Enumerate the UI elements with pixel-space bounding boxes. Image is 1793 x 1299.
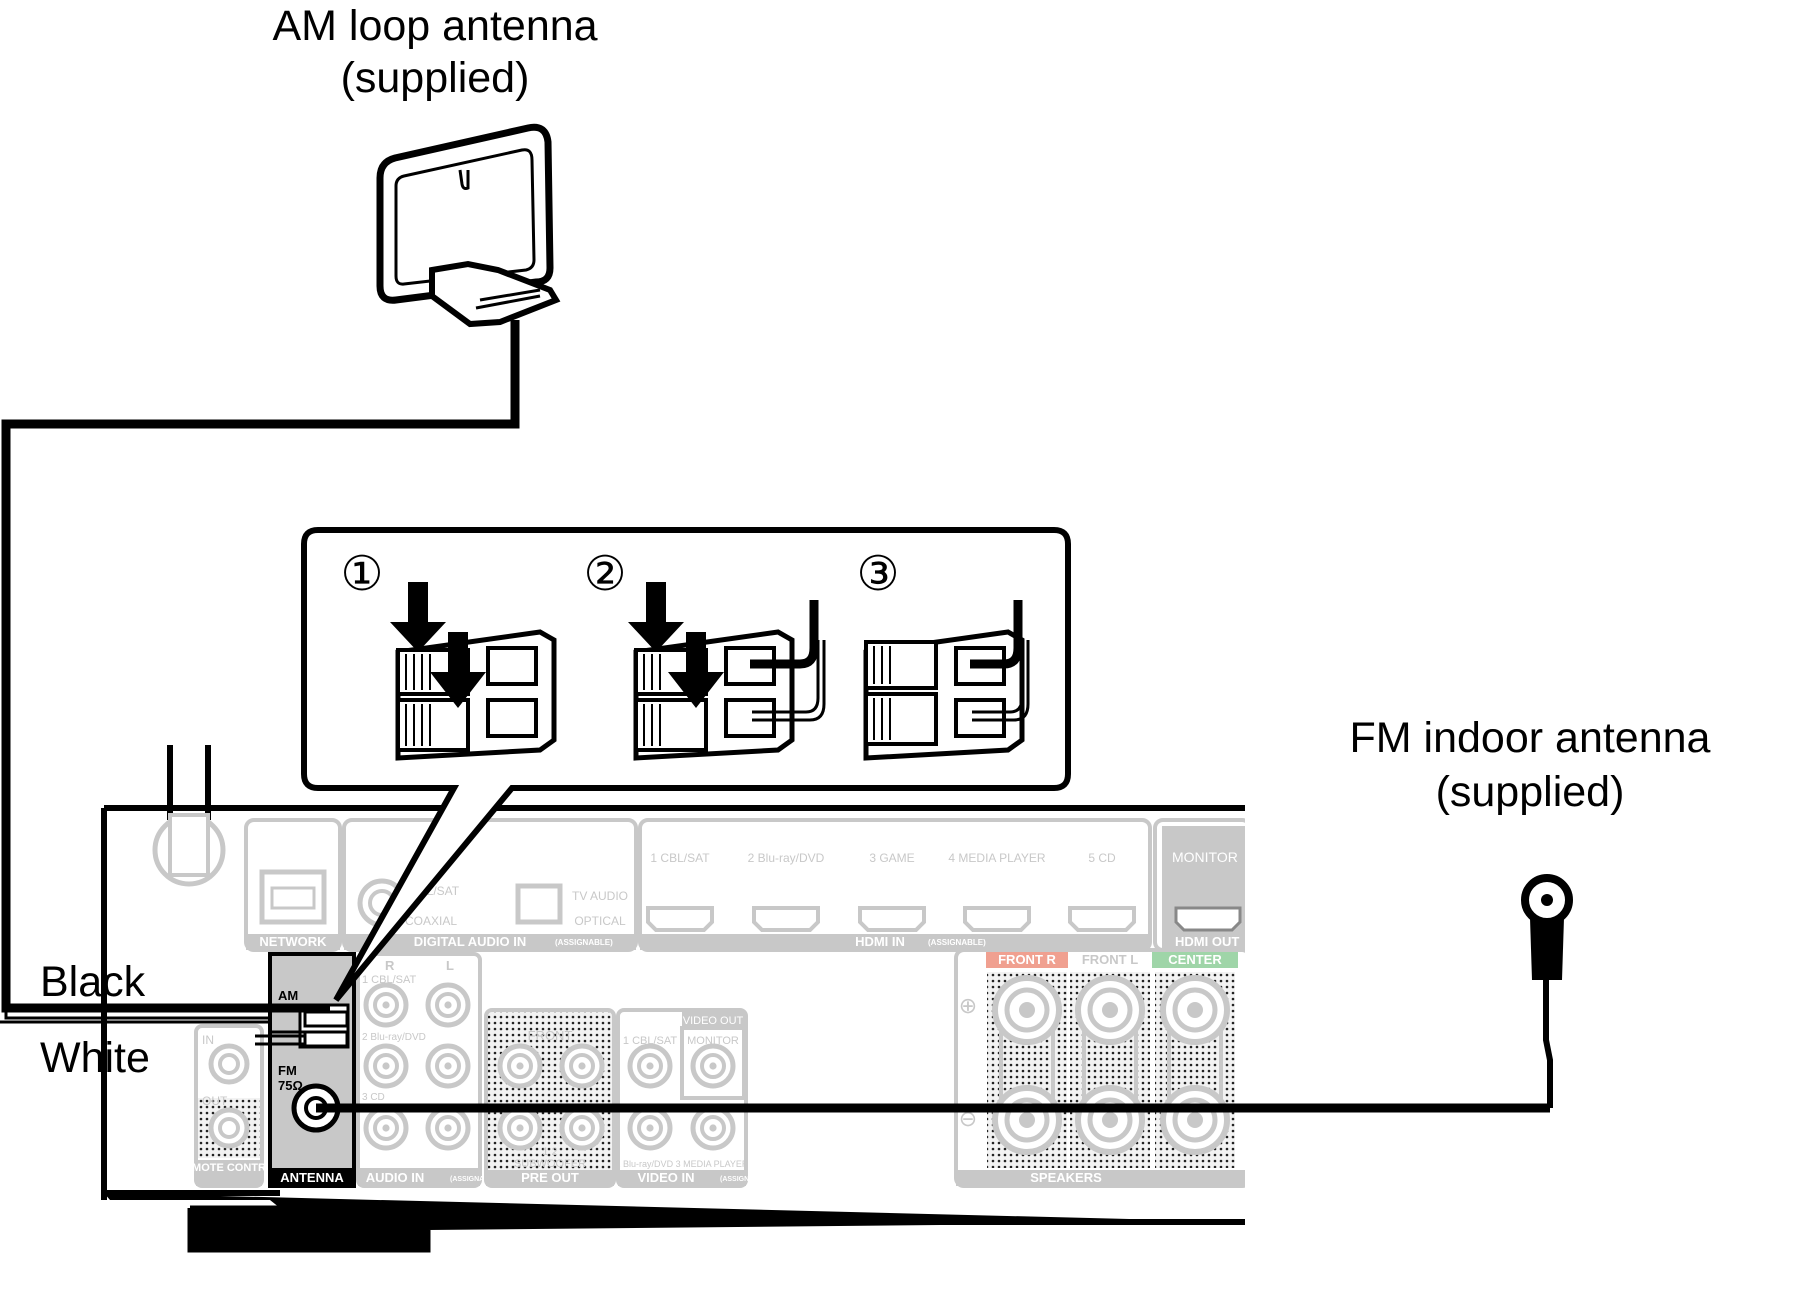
step-marker-2: ② <box>583 548 626 601</box>
black-wire <box>1 320 520 1013</box>
digital-audio-in-label: DIGITAL AUDIO IN <box>414 934 526 949</box>
step-3-terminal <box>863 600 1030 761</box>
step-marker-3: ③ <box>856 548 899 601</box>
center-label: CENTER <box>1168 952 1222 967</box>
audio-jack-3 <box>363 1043 409 1089</box>
center-badge <box>1152 952 1238 968</box>
preout-jack-1 <box>497 1043 543 1089</box>
subwoofer-label: SUBWOOFER <box>514 1158 586 1170</box>
audio-jack-4 <box>425 1043 471 1089</box>
step-2-terminal <box>628 582 826 761</box>
remote-in-label: IN <box>202 1033 214 1047</box>
hdmi-input-label-4: 4 MEDIA PLAYER <box>948 851 1045 865</box>
speaker-terminal-1-minus <box>992 1085 1062 1155</box>
speaker-terminal-3-minus <box>1160 1085 1230 1155</box>
audio-jack-1 <box>363 982 409 1028</box>
fm-antenna-cable <box>316 980 1553 1113</box>
video-jack-3 <box>627 1105 673 1151</box>
video-assignable: (ASSIGNABLE) <box>720 1176 771 1183</box>
fm-antenna-subtitle: (supplied) <box>1435 768 1625 816</box>
hdmi-assignable: (ASSIGNABLE) <box>928 938 986 947</box>
hdmi-port-2 <box>752 906 820 932</box>
subwoofer-numbers: 1 2 <box>542 1146 557 1158</box>
hdmi-port-1 <box>646 906 714 932</box>
optical-port <box>515 883 563 925</box>
step-1-terminal <box>390 582 557 761</box>
audio-cbl-sat: 1 CBL/SAT <box>362 974 416 986</box>
speaker-terminal-1-plus <box>992 975 1062 1045</box>
fm-antenna-title: FM indoor antenna <box>1349 714 1711 762</box>
audio-r-label: R <box>385 958 395 973</box>
front-l-label: FRONT L <box>1082 952 1138 967</box>
am-antenna-title: AM loop antenna <box>272 2 598 50</box>
hdmi-input-label-3: 3 GAME <box>869 851 914 865</box>
speaker-terminal-2-minus <box>1075 1085 1145 1155</box>
video-bottom-labels: 2 Blu-ray/DVD 3 MEDIA PLAYER <box>616 1159 749 1169</box>
pre-out-front: FRONT <box>528 1028 573 1043</box>
hdmi-input-label-2: 2 Blu-ray/DVD <box>748 851 825 865</box>
remote-control-label: REMOTE CONTROL <box>177 1162 282 1174</box>
hdmi-input-label-5: 5 CD <box>1088 851 1116 865</box>
preout-jack-3 <box>497 1105 543 1151</box>
receiver-rear-panel: NETWORK CBL/SAT COAXIAL TV AUDIO OPTICAL… <box>101 745 1305 1253</box>
hdmi-out-label: HDMI OUT <box>1175 934 1239 949</box>
video-in-label: VIDEO IN <box>637 1170 694 1185</box>
hdmi-in-label: HDMI IN <box>855 934 905 949</box>
callout-steps: ① ② ③ <box>301 527 1071 1002</box>
fm-antenna-connector <box>1521 874 1573 980</box>
audio-jack-6 <box>425 1105 471 1151</box>
network-label: NETWORK <box>259 934 327 949</box>
fm-ohm-label: 75Ω <box>278 1078 303 1093</box>
audio-l-label: L <box>446 958 454 973</box>
video-jack-2 <box>690 1043 736 1089</box>
fm-terminal-label: FM <box>278 1063 297 1078</box>
video-jack-4 <box>690 1105 736 1151</box>
audio-cd: 3 CD <box>362 1092 385 1103</box>
optical-tv-audio: TV AUDIO <box>572 889 628 903</box>
audio-assignable: (ASSIGNABLE) <box>450 1176 501 1183</box>
pre-out-label: PRE OUT <box>521 1170 579 1185</box>
speaker-terminal-2-plus <box>1075 975 1145 1045</box>
am-antenna-subtitle: (supplied) <box>340 54 530 102</box>
preout-jack-2 <box>559 1043 605 1089</box>
am-terminal-label: AM <box>278 988 298 1003</box>
hdmi-port-5 <box>1068 906 1136 932</box>
remote-out-label: OUT <box>202 1094 228 1108</box>
optical-label: OPTICAL <box>574 914 626 928</box>
audio-in-label: AUDIO IN <box>366 1170 425 1185</box>
audio-bluray: 2 Blu-ray/DVD <box>362 1032 426 1043</box>
audio-jack-5 <box>363 1105 409 1151</box>
am-loop-antenna <box>376 123 561 328</box>
hdmi-out-monitor: MONITOR <box>1172 849 1238 865</box>
video-jack-1 <box>627 1043 673 1089</box>
preout-jack-4 <box>559 1105 605 1151</box>
front-r-label: FRONT R <box>998 952 1056 967</box>
hdmi-input-label-1: 1 CBL/SAT <box>650 851 710 865</box>
coaxial-label: COAXIAL <box>405 914 457 928</box>
front-r-badge <box>986 952 1068 968</box>
hdmi-port-4 <box>963 906 1031 932</box>
hdmi-port-3 <box>858 906 926 932</box>
antenna-label: ANTENNA <box>280 1170 344 1185</box>
speaker-plus: ⊕ <box>959 993 977 1018</box>
speakers-label: SPEAKERS <box>1030 1170 1102 1185</box>
video-monitor-label: MONITOR <box>687 1035 739 1047</box>
audio-jack-2 <box>425 982 471 1028</box>
black-wire-label: Black <box>40 958 146 1006</box>
speaker-terminal-3-plus <box>1160 975 1230 1045</box>
step-marker-1: ① <box>340 548 383 601</box>
digital-assignable: (ASSIGNABLE) <box>555 938 613 947</box>
ethernet-port <box>259 869 327 925</box>
video-cbl-sat: 1 CBL/SAT <box>623 1035 677 1047</box>
white-wire <box>0 1010 349 1048</box>
video-out-label: VIDEO OUT <box>683 1015 744 1027</box>
white-wire-label: White <box>40 1034 150 1082</box>
